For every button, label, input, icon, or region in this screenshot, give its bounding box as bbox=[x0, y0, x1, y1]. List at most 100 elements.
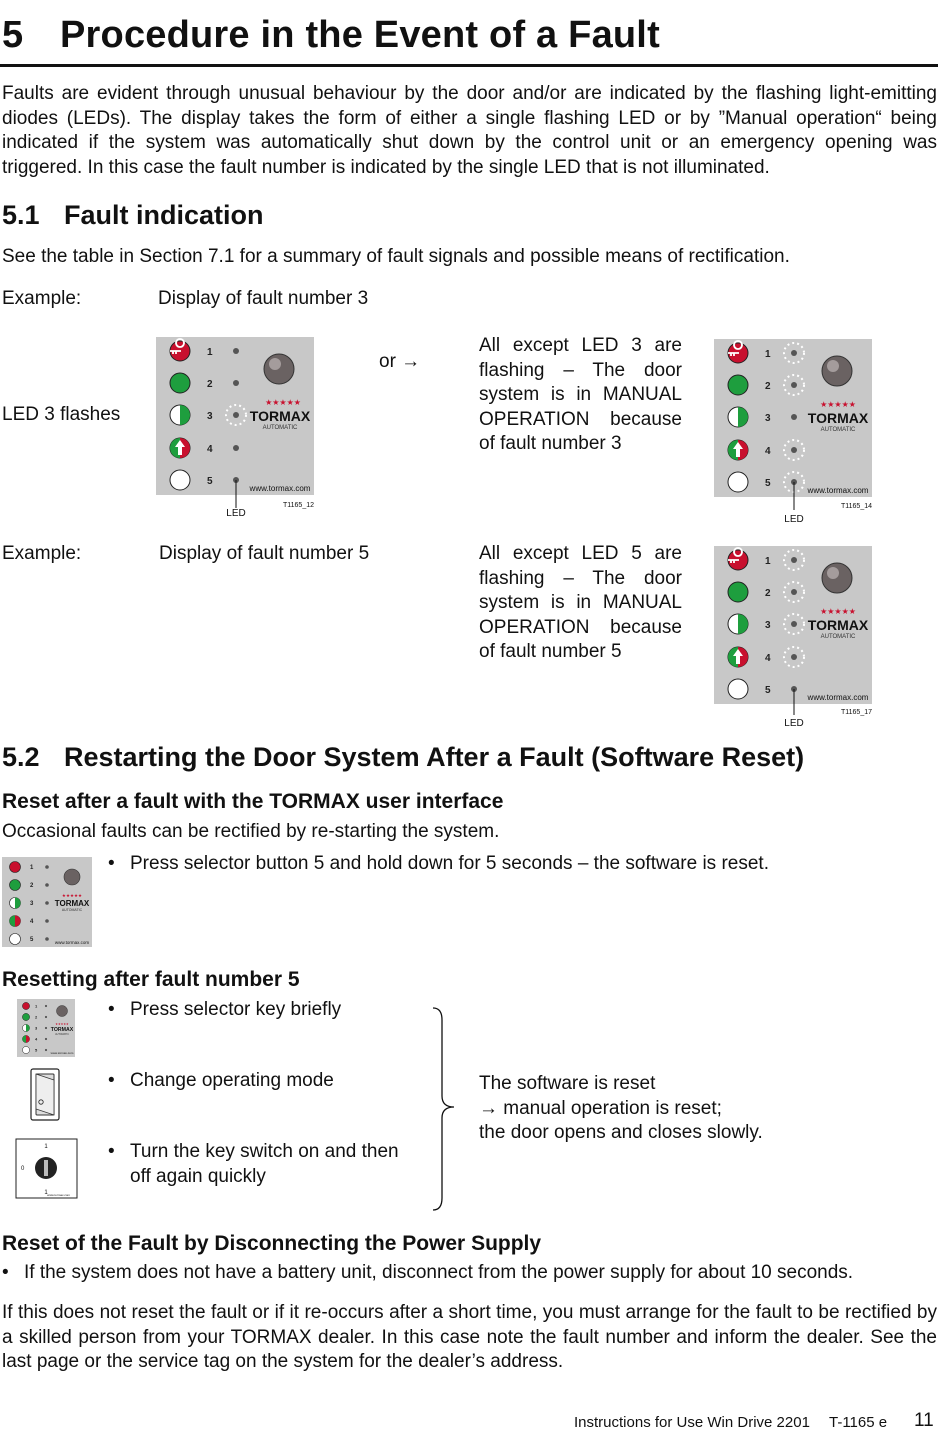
example1-text: Display of fault number 3 bbox=[158, 288, 369, 309]
figure-code: T1165_14 bbox=[841, 503, 872, 510]
key-switch-url: www.tormax.com bbox=[47, 1193, 70, 1197]
tiny-user-interface-panel: 1 2 3 4 5 ★★★★★ TORMAX AUTOMATIC www.tor… bbox=[17, 999, 75, 1057]
section-number: 5 bbox=[2, 14, 24, 56]
footer-document-title: Instructions for Use Win Drive 2201 bbox=[574, 1414, 810, 1429]
curly-brace bbox=[432, 1007, 455, 1211]
brand-logo: TORMAX bbox=[51, 1027, 74, 1033]
software-reset-result: The software is reset → manual operation… bbox=[479, 1072, 763, 1146]
panel-number: 4 bbox=[207, 444, 213, 455]
brand-logo: TORMAX bbox=[808, 410, 869, 426]
reset-ui-heading: Reset after a fault with the TORMAX user… bbox=[2, 790, 504, 813]
panel-number: 5 bbox=[207, 476, 213, 487]
panel-number: 2 bbox=[35, 1015, 38, 1020]
operating-mode-switch-icon bbox=[30, 1068, 60, 1121]
key-switch-icon: 1 0 1 www.tormax.com bbox=[15, 1138, 78, 1199]
section-title-text: Procedure in the Event of a Fault bbox=[60, 14, 660, 56]
led-label: LED bbox=[784, 514, 803, 524]
panel-number: 5 bbox=[765, 478, 771, 489]
brand-logo: TORMAX bbox=[250, 408, 311, 424]
brand-sub: AUTOMATIC bbox=[263, 425, 298, 431]
small-user-interface-panel: 1 2 3 4 5 ★★★★★ TORMAX AUTOMATIC www.tor… bbox=[2, 857, 92, 947]
closing-paragraph: If this does not reset the fault or if i… bbox=[2, 1302, 937, 1372]
example-label-1: Example: bbox=[2, 288, 82, 309]
bullet-press-selector-key: •Press selector key briefly bbox=[108, 999, 342, 1020]
panel-number: 3 bbox=[765, 620, 771, 631]
panel-number: 1 bbox=[765, 556, 771, 567]
key-switch-bottom-label: 1 bbox=[44, 1190, 48, 1196]
panel-number: 5 bbox=[765, 685, 771, 696]
key-switch-on-label: 1 bbox=[44, 1144, 48, 1150]
subsection-5-1-heading: 5.1 Fault indication bbox=[2, 200, 264, 231]
led-label: LED bbox=[226, 508, 245, 519]
brand-sub: AUTOMATIC bbox=[821, 427, 856, 433]
subsection-number: 5.1 bbox=[2, 200, 40, 230]
reset-line-2: → manual operation is reset; bbox=[479, 1097, 722, 1119]
example1-description: All except LED 3 are flashing – The door… bbox=[479, 335, 682, 454]
panel-all-except-led3: 1 2 3 4 5 ★★★★★ TORMAX AUTOMATIC www.tor… bbox=[714, 339, 872, 524]
panel-url: www.tormax.com bbox=[55, 940, 90, 945]
example2-description: All except LED 5 are flashing – The door… bbox=[479, 543, 682, 662]
page-number: 11 bbox=[914, 1410, 934, 1429]
panel-number: 3 bbox=[35, 1026, 38, 1031]
occasional-faults-text: Occasional faults can be rectified by re… bbox=[2, 821, 500, 842]
panel-number: 1 bbox=[207, 347, 213, 358]
panel-number: 3 bbox=[765, 413, 771, 424]
bullet-change-mode: •Change operating mode bbox=[108, 1070, 334, 1091]
panel-number: 1 bbox=[35, 1004, 38, 1009]
panel-number: 4 bbox=[35, 1037, 38, 1042]
panel-url: www.tormax.com bbox=[51, 1051, 74, 1055]
panel-number: 4 bbox=[765, 653, 771, 664]
key-switch-off-label: 0 bbox=[21, 1166, 25, 1172]
title-rule bbox=[0, 64, 938, 67]
bullet-text: If the system does not have a battery un… bbox=[24, 1262, 854, 1283]
panel-url: www.tormax.com bbox=[249, 484, 311, 493]
brand-logo: TORMAX bbox=[55, 899, 90, 908]
bullet-text: Turn the key switch on and then bbox=[130, 1141, 399, 1162]
panel-number: 2 bbox=[30, 883, 34, 889]
panel-number: 4 bbox=[30, 919, 34, 925]
subsection-title: Restarting the Door System After a Fault… bbox=[64, 742, 805, 772]
panel-number: 1 bbox=[30, 865, 34, 871]
brand-stars: ★★★★★ bbox=[820, 400, 856, 409]
brand-logo: TORMAX bbox=[808, 617, 869, 633]
or-arrow: or → bbox=[379, 351, 421, 372]
intro-paragraph: Faults are evident through unusual behav… bbox=[2, 83, 937, 178]
panel-number: 2 bbox=[765, 588, 771, 599]
subsection-title: Fault indication bbox=[64, 200, 264, 230]
flash-indicators bbox=[783, 549, 805, 668]
panel-all-except-led5: 1 2 3 4 5 ★★★★★ TORMAX AUTOMATIC www.tor… bbox=[714, 546, 872, 729]
led3-flashes-label: LED 3 flashes bbox=[2, 404, 121, 425]
bullet-text: off again quickly bbox=[130, 1165, 266, 1187]
panel-number: 5 bbox=[30, 937, 34, 943]
panel-number: 3 bbox=[30, 901, 34, 907]
flash-indicator bbox=[225, 404, 247, 426]
reset-line-3: the door opens and closes slowly. bbox=[479, 1122, 763, 1143]
brand-sub: AUTOMATIC bbox=[62, 908, 83, 912]
mode-symbols bbox=[169, 338, 191, 491]
panel-url: www.tormax.com bbox=[807, 486, 869, 495]
example2-text: Display of fault number 5 bbox=[159, 543, 370, 564]
bullet-disconnect-power: •If the system does not have a battery u… bbox=[2, 1262, 854, 1283]
brand-sub: AUTOMATIC bbox=[55, 1033, 69, 1036]
panel-number: 2 bbox=[207, 379, 213, 390]
brand-stars: ★★★★★ bbox=[265, 398, 301, 407]
bullet-press-button-5: •Press selector button 5 and hold down f… bbox=[108, 853, 769, 874]
bullet-text: Press selector button 5 and hold down fo… bbox=[130, 853, 769, 874]
reset-power-heading: Reset of the Fault by Disconnecting the … bbox=[2, 1232, 542, 1255]
brand-sub: AUTOMATIC bbox=[821, 634, 856, 640]
panel-number: 3 bbox=[207, 411, 213, 422]
example-label-2: Example: bbox=[2, 543, 82, 564]
reset-fault5-heading: Resetting after fault number 5 bbox=[2, 968, 300, 991]
section-title: 5 Procedure in the Event of a Fault bbox=[2, 14, 660, 57]
bullet-text: Change operating mode bbox=[130, 1070, 334, 1091]
footer-document-code: T-1165 e bbox=[829, 1414, 888, 1429]
brand-stars: ★★★★★ bbox=[820, 607, 856, 616]
led-label: LED bbox=[784, 718, 803, 729]
figure-code: T1165_17 bbox=[841, 709, 872, 716]
selector-key bbox=[263, 353, 295, 385]
panel-number: 4 bbox=[765, 446, 771, 457]
brand-stars: ★★★★★ bbox=[55, 1022, 69, 1026]
bullet-text: Press selector key briefly bbox=[130, 999, 342, 1020]
panel-led3-flashing: 1 2 3 4 5 ★★★★★ TORMAX AUTOMATIC www.tor… bbox=[156, 337, 314, 519]
